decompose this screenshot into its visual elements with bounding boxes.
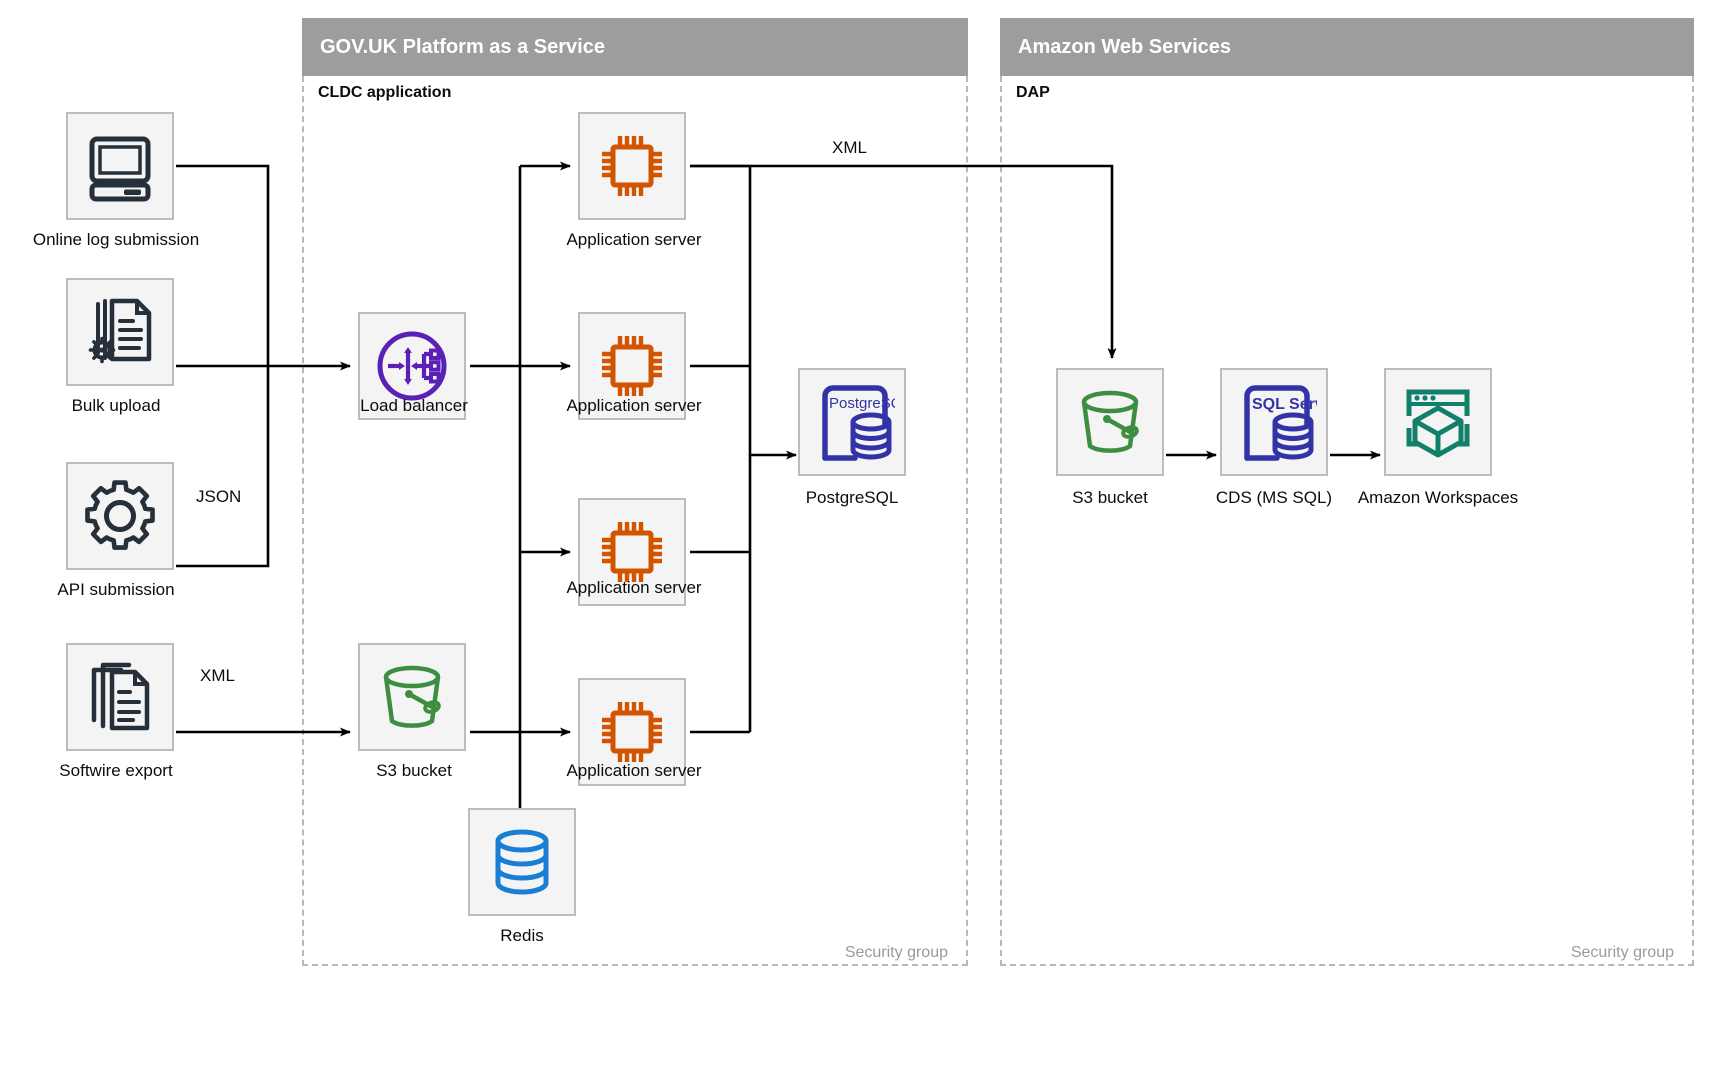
- node-amazon-workspaces[interactable]: [1384, 368, 1492, 476]
- zone-header-aws: Amazon Web Services: [1000, 18, 1694, 76]
- zone-header-paas: GOV.UK Platform as a Service: [302, 18, 968, 76]
- node-label-app-server-3: Application server: [566, 578, 702, 597]
- postgresql-icon: PostgreSQL: [809, 380, 895, 464]
- node-label-api-submission: API submission: [57, 580, 175, 599]
- node-app-server-1[interactable]: [578, 112, 686, 220]
- node-api-submission[interactable]: [66, 462, 174, 570]
- node-label-redis: Redis: [500, 926, 544, 945]
- workspaces-cube-icon: [1397, 382, 1479, 462]
- node-redis[interactable]: [468, 808, 576, 916]
- edge-label-xml-softwire: XML: [200, 666, 235, 685]
- node-s3-bucket-aws[interactable]: [1056, 368, 1164, 476]
- zone-boundary-paas: [302, 76, 968, 966]
- node-label-app-server-1: Application server: [566, 230, 702, 249]
- node-cds-ms-sql[interactable]: SQL Server: [1220, 368, 1328, 476]
- zone-sublabel-cldc-application: CLDC application: [318, 84, 452, 101]
- line-online-log-to-bus: [176, 164, 270, 366]
- node-app-server-2[interactable]: [578, 312, 686, 420]
- zone-sublabel-dap: DAP: [1016, 84, 1050, 101]
- node-label-postgresql: PostgreSQL: [805, 488, 899, 507]
- node-label-app-server-2: Application server: [566, 396, 702, 415]
- cpu-chip-icon: [594, 694, 670, 770]
- zone-boundary-aws: [1000, 76, 1694, 966]
- node-label-online-log-submission: Online log submission: [32, 230, 200, 249]
- document-gear-icon: [81, 293, 159, 371]
- node-label-load-balancer: Load balancer: [360, 396, 468, 415]
- node-softwire-export[interactable]: [66, 643, 174, 751]
- database-cylinder-icon: [486, 824, 558, 900]
- node-label-softwire-export: Softwire export: [59, 761, 173, 780]
- node-bulk-upload[interactable]: [66, 278, 174, 386]
- node-online-log-submission[interactable]: [66, 112, 174, 220]
- node-postgresql[interactable]: PostgreSQL: [798, 368, 906, 476]
- node-label-bulk-upload: Bulk upload: [71, 396, 161, 415]
- node-label-cds-ms-sql: CDS (MS SQL): [1215, 488, 1333, 507]
- zone-title-aws: Amazon Web Services: [1018, 35, 1232, 58]
- load-balancer-icon: [372, 326, 452, 406]
- sql-server-icon: SQL Server: [1231, 380, 1317, 464]
- node-s3-bucket-paas[interactable]: [358, 643, 466, 751]
- edge-label-xml-dap: XML: [832, 138, 867, 157]
- security-group-label-paas: Security group: [844, 944, 948, 961]
- desktop-computer-icon: [81, 127, 159, 205]
- node-app-server-3[interactable]: [578, 498, 686, 606]
- edge-label-json: JSON: [196, 487, 242, 506]
- node-label-s3-bucket-aws: S3 bucket: [1072, 488, 1148, 507]
- sql-server-icon-text: SQL Server: [1252, 396, 1317, 413]
- cpu-chip-icon: [594, 328, 670, 404]
- cpu-chip-icon: [594, 128, 670, 204]
- node-label-app-server-4: Application server: [566, 761, 702, 780]
- s3-bucket-icon: [372, 658, 452, 736]
- gear-icon: [81, 477, 159, 555]
- s3-bucket-icon: [1070, 383, 1150, 461]
- node-label-s3-bucket-paas: S3 bucket: [376, 761, 452, 780]
- security-group-label-aws: Security group: [1570, 944, 1674, 961]
- cpu-chip-icon: [594, 514, 670, 590]
- postgresql-icon-text: PostgreSQL: [829, 395, 895, 412]
- node-label-amazon-workspaces: Amazon Workspaces: [1357, 488, 1519, 507]
- document-stack-icon: [81, 658, 159, 736]
- node-app-server-4[interactable]: [578, 678, 686, 786]
- node-load-balancer[interactable]: [358, 312, 466, 420]
- zone-title-paas: GOV.UK Platform as a Service: [320, 35, 605, 58]
